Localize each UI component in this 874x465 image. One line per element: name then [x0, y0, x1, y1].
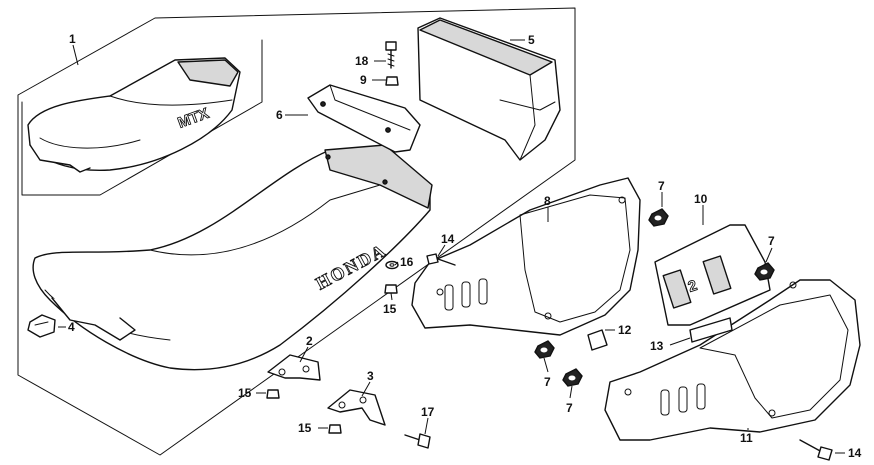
assembly-border: [17, 7, 576, 456]
part-18-bolt: [385, 41, 397, 69]
callout-7d: 7: [566, 401, 573, 415]
part-8-left-side-cover: [411, 177, 641, 336]
part-10-number-plate: 2: [654, 224, 771, 326]
part-7-grommet-c: [534, 340, 555, 359]
part-7-grommet-b: [754, 262, 775, 281]
callout-14b: 14: [848, 446, 862, 460]
callout-7b: 7: [768, 234, 775, 248]
callout-1: 1: [69, 32, 76, 46]
part-17-bolt: [404, 433, 431, 449]
part-12-sticker: [587, 329, 608, 351]
callout-2: 2: [306, 334, 313, 348]
callout-10: 10: [694, 192, 708, 206]
callout-4: 4: [68, 320, 75, 334]
callout-13: 13: [650, 339, 664, 353]
part-2-bracket: [267, 354, 321, 381]
part-9-nut: [385, 76, 399, 86]
part-6-rear-cap: [307, 84, 421, 153]
part-3-bracket: [327, 389, 386, 426]
main-seat: HONDA: [32, 144, 433, 371]
inset-seat: MTX: [27, 57, 241, 173]
part-11-right-side-cover: [604, 279, 861, 441]
callout-15a: 15: [238, 386, 252, 400]
callout-8: 8: [544, 194, 551, 208]
callout-15b: 15: [298, 421, 312, 435]
part-15-nut-lower-a: [266, 389, 280, 399]
callout-6: 6: [276, 108, 283, 122]
part-16-washer: [385, 260, 399, 270]
part-5-tail-box: [417, 17, 561, 161]
part-7-grommet-a: [648, 208, 669, 227]
callout-15c: 15: [383, 302, 397, 316]
callout-3: 3: [367, 369, 374, 383]
callout-5: 5: [528, 33, 535, 47]
callout-9: 9: [360, 73, 367, 87]
leader-lines: [58, 39, 845, 454]
callout-7a: 7: [658, 179, 665, 193]
callout-7c: 7: [544, 375, 551, 389]
part-15-nut-lower-b: [328, 424, 342, 434]
inset-border: [21, 39, 263, 196]
callout-11: 11: [740, 431, 753, 445]
callout-17: 17: [421, 405, 435, 419]
part-7-grommet-d: [562, 368, 583, 387]
part-14-bolt-right: [799, 439, 833, 461]
callout-14a: 14: [441, 232, 455, 246]
callout-12: 12: [618, 323, 632, 337]
callouts: 1 2 3 4 5 6 7 7 7 7 8 9 10 11 12 13 14 1…: [68, 32, 862, 460]
part-13-emblem: [689, 317, 733, 343]
callout-16: 16: [400, 255, 414, 269]
part-14-bolt-left: [426, 253, 456, 266]
part-4-cushion: [27, 314, 56, 338]
callout-18: 18: [355, 54, 369, 68]
part-15-nut-center: [384, 284, 398, 294]
